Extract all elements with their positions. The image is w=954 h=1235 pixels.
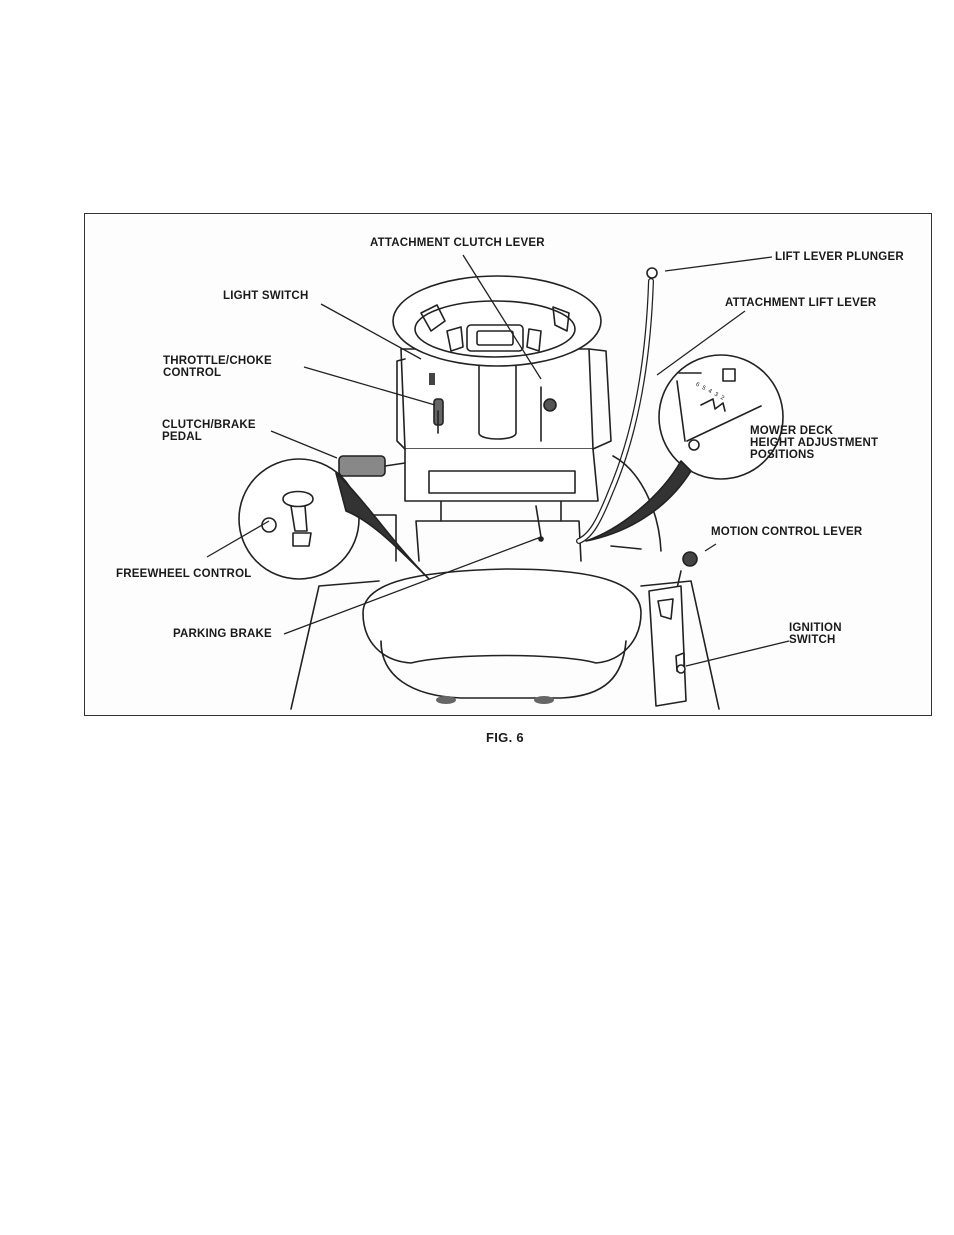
freewheel-control-label: FREEWHEEL CONTROL	[116, 568, 251, 580]
mower-deck-line-3: POSITIONS	[750, 449, 878, 461]
attachment-clutch-lever-label: ATTACHMENT CLUTCH LEVER	[370, 237, 545, 249]
ignition-line-1: IGNITION	[789, 622, 842, 634]
attachment-lift-lever-label: ATTACHMENT LIFT LEVER	[725, 297, 876, 309]
clutch-brake-pedal-label: CLUTCH/BRAKE PEDAL	[162, 419, 256, 443]
ignition-switch-label: IGNITION SWITCH	[789, 622, 842, 646]
throttle-choke-control-label: THROTTLE/CHOKE CONTROL	[163, 355, 272, 379]
lift-lever-plunger-label: LIFT LEVER PLUNGER	[775, 251, 904, 263]
parking-brake-label: PARKING BRAKE	[173, 628, 272, 640]
figure-caption: FIG. 6	[486, 730, 524, 745]
motion-control-lever-label: MOTION CONTROL LEVER	[711, 526, 862, 538]
throttle-choke-line-2: CONTROL	[163, 367, 272, 379]
mower-deck-line-1: MOWER DECK	[750, 425, 878, 437]
mower-deck-line-2: HEIGHT ADJUSTMENT	[750, 437, 878, 449]
tractor-controls-figure: ATTACHMENT CLUTCH LEVER LIFT LEVER PLUNG…	[84, 213, 932, 716]
light-switch-label: LIGHT SWITCH	[223, 290, 308, 302]
ignition-line-2: SWITCH	[789, 634, 842, 646]
mower-deck-height-label: MOWER DECK HEIGHT ADJUSTMENT POSITIONS	[750, 425, 878, 461]
clutch-brake-line-2: PEDAL	[162, 431, 256, 443]
throttle-choke-line-1: THROTTLE/CHOKE	[163, 355, 272, 367]
clutch-brake-line-1: CLUTCH/BRAKE	[162, 419, 256, 431]
